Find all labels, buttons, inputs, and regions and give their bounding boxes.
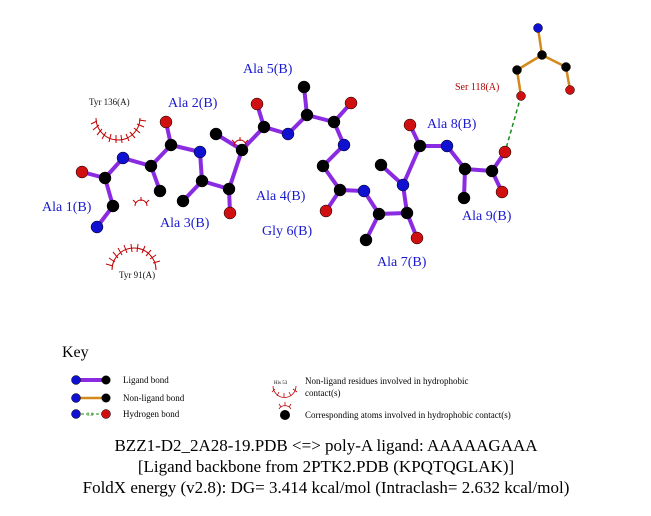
key-ligand-bond: Ligand bond [123, 375, 169, 385]
hydrophobic-arc-tyr136 [90, 117, 147, 144]
caption-line2: [Ligand backbone from 2PTK2.PDB (KPQTQGL… [138, 457, 514, 476]
caption-line1: BZZ1-D2_2A28-19.PDB <=> poly-A ligand: A… [114, 436, 538, 455]
label-tyr136: Tyr 136(A) [89, 97, 130, 107]
key-hbond-distance: 3.0 [87, 413, 94, 418]
label-ala4: Ala 4(B) [256, 189, 306, 204]
label-ala8: Ala 8(B) [427, 117, 477, 132]
atom-hydrophobic-marks [132, 137, 249, 207]
key-corresponding-atoms: Corresponding atoms involved in hydropho… [305, 410, 511, 420]
key-hydrophobic-example: His 53 [274, 381, 288, 386]
label-ala3: Ala 3(B) [160, 216, 210, 231]
label-gly6: Gly 6(B) [262, 224, 313, 239]
key-hydrophobic-line2: contact(s) [305, 388, 340, 398]
key-hydrophobic-line1: Non-ligand residues involved in hydropho… [305, 376, 468, 386]
non-ligand-bonds [515, 26, 572, 98]
hydrogen-bond-line [504, 95, 522, 153]
key-title: Key [62, 344, 89, 361]
label-ala2: Ala 2(B) [168, 96, 218, 111]
caption: BZZ1-D2_2A28-19.PDB <=> poly-A ligand: A… [83, 436, 570, 497]
label-ala1: Ala 1(B) [42, 200, 92, 215]
residue-labels: Ala 1(B) Ala 2(B) Ala 3(B) Ala 4(B) Ala … [42, 62, 512, 280]
caption-line3: FoldX energy (v2.8): DG= 3.414 kcal/mol … [83, 478, 570, 497]
ser118-atoms [512, 23, 575, 101]
ligand-atoms [75, 80, 512, 247]
label-ala7: Ala 7(B) [377, 255, 427, 270]
hydrophobic-arc-tyr91 [105, 243, 161, 271]
label-ala9: Ala 9(B) [462, 209, 512, 224]
label-tyr91: Tyr 91(A) [119, 270, 155, 280]
key-hydrogen-bond: Hydrogen bond [123, 409, 180, 419]
key-non-ligand-bond: Non-ligand bond [123, 393, 185, 403]
label-ala5: Ala 5(B) [243, 62, 293, 77]
key: Key Ligand bond Non-ligand bond 3.0 Hydr… [62, 344, 511, 420]
label-ser118: Ser 118(A) [455, 82, 499, 93]
